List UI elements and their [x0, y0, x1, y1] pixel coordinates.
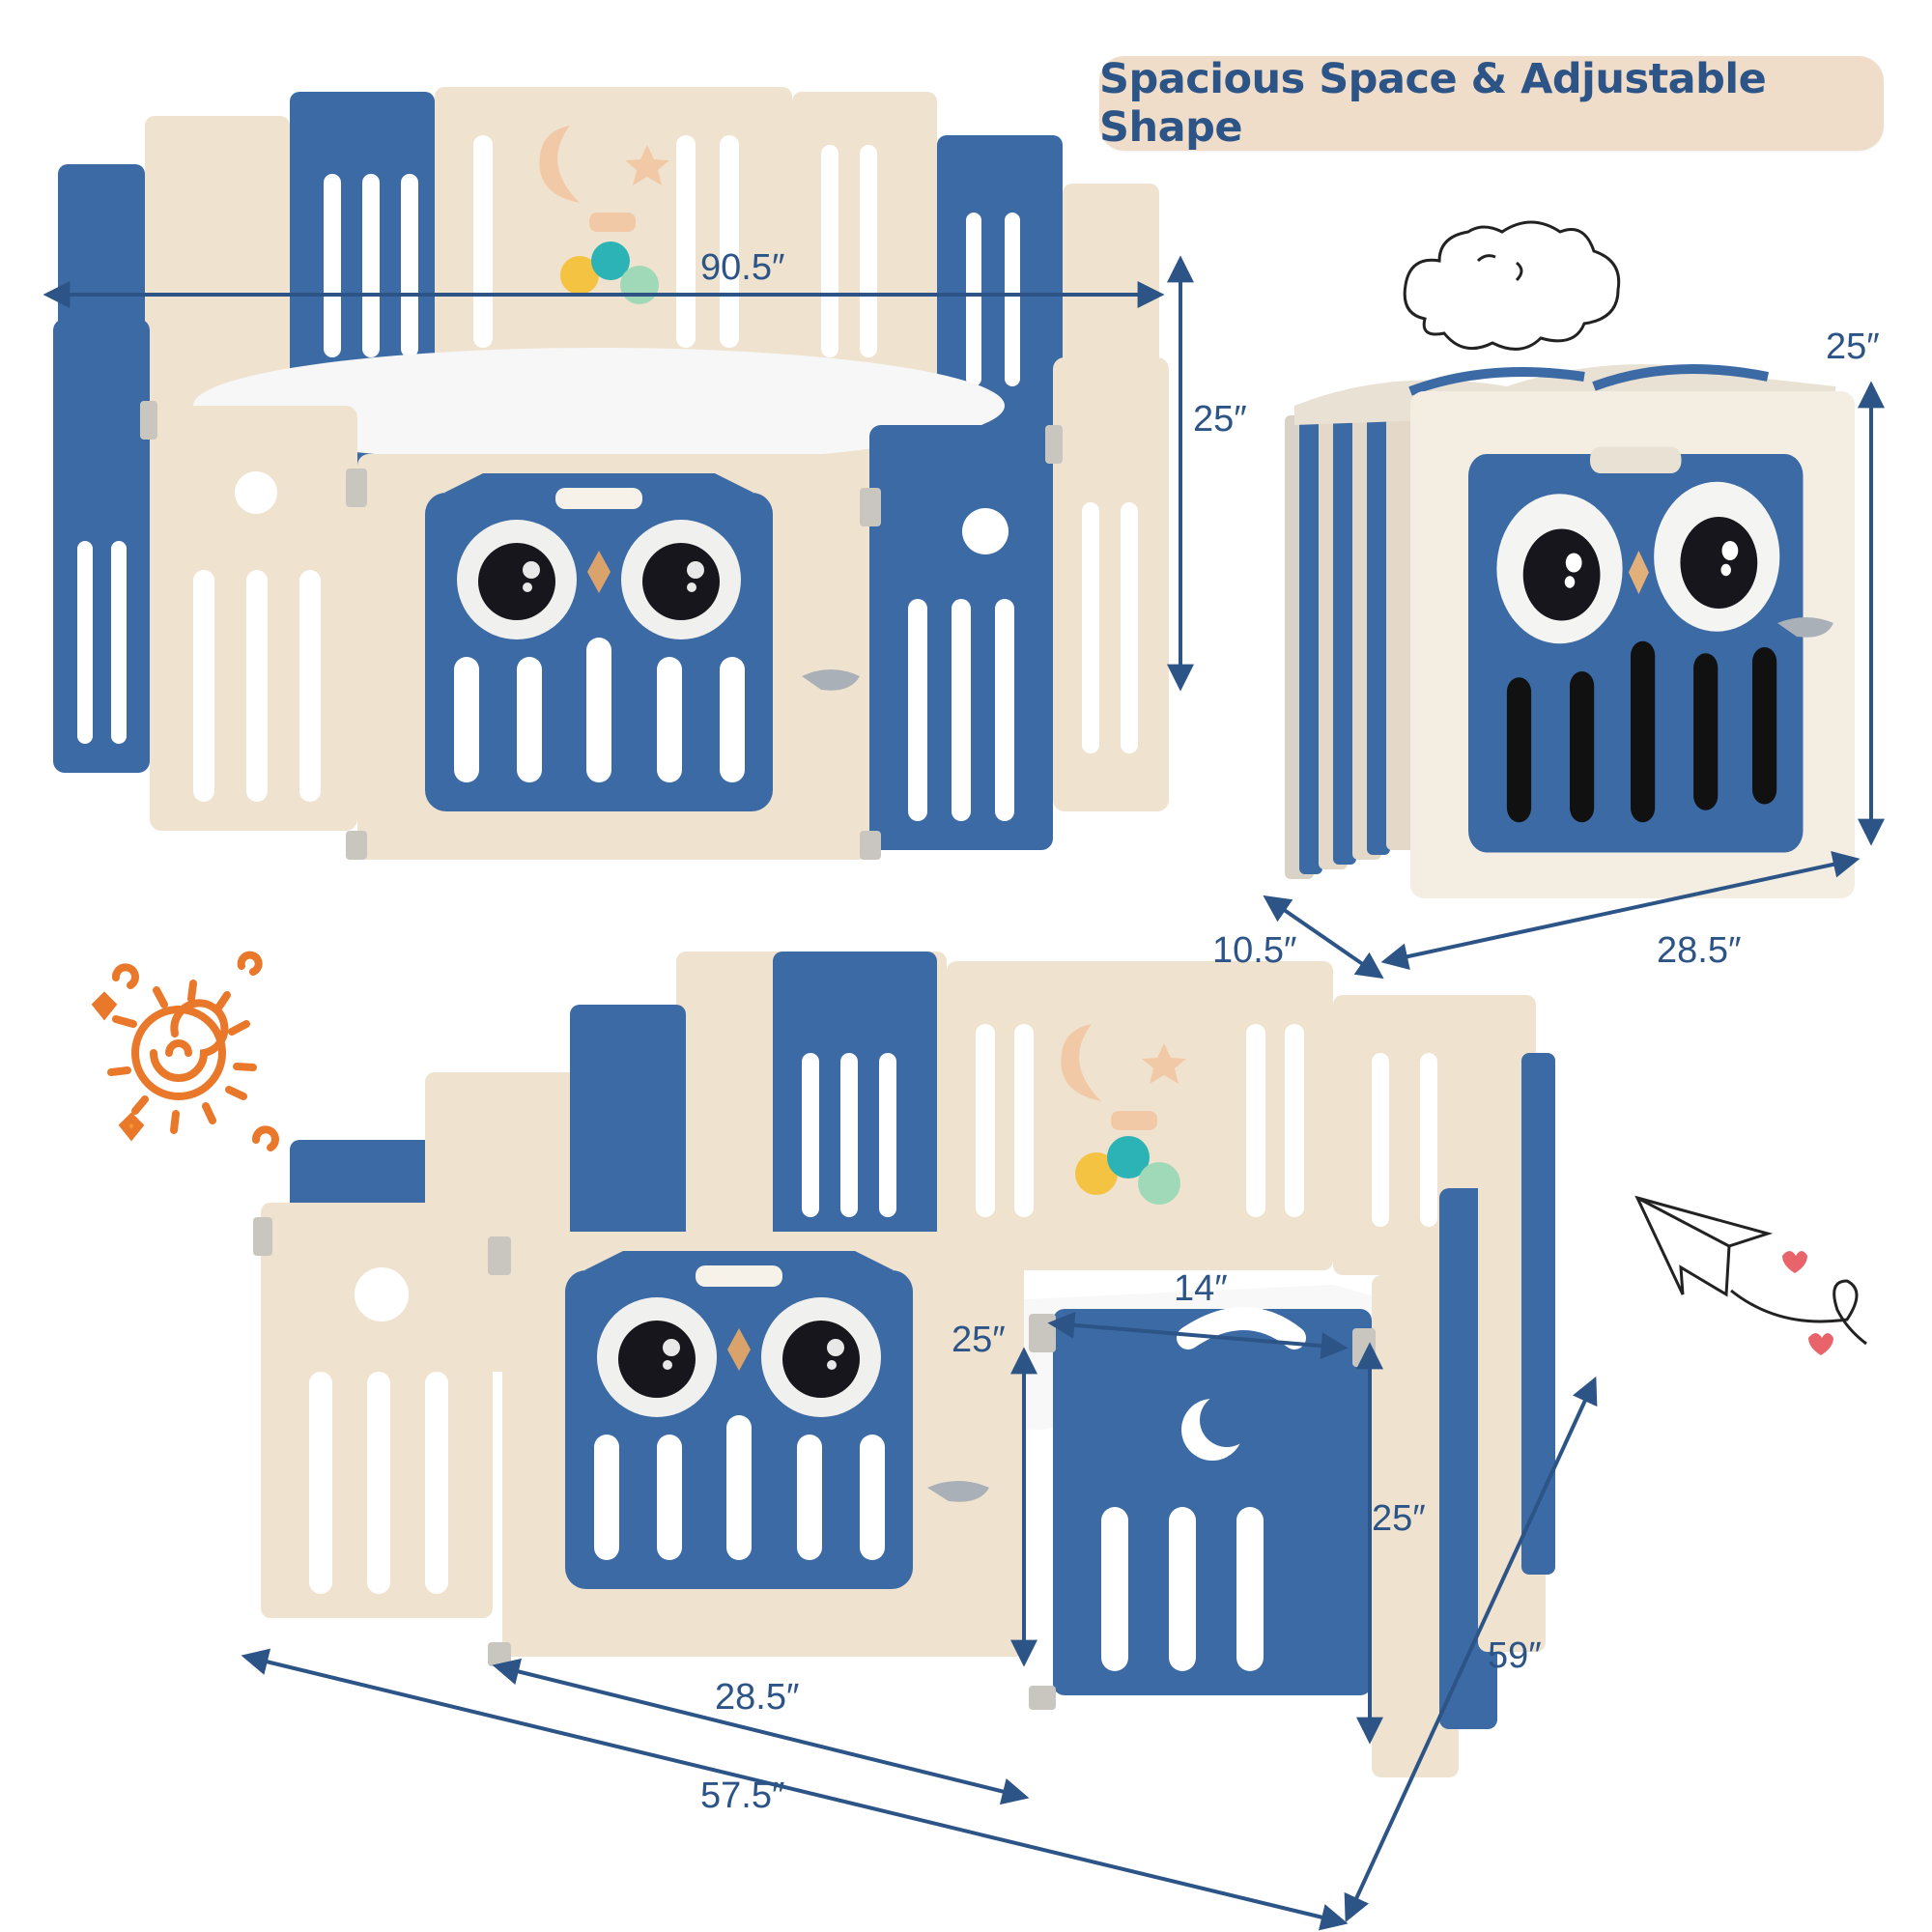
folded-depth-label: 10.5″ [1212, 930, 1297, 971]
rect-side-height-label: 25″ [1372, 1498, 1426, 1539]
sun-icon [91, 951, 279, 1151]
rectangle-playpen [241, 952, 1598, 1931]
paper-plane-icon [1634, 1195, 1867, 1355]
octagon-height-label: 25″ [1193, 399, 1247, 440]
rect-gate-width-label: 28.5″ [715, 1677, 800, 1718]
cloud-icon [1403, 220, 1621, 351]
rect-length-label: 57.5″ [700, 1776, 785, 1816]
title-banner: Spacious Space & Adjustable Shape [1099, 55, 1884, 152]
rect-panel-width-label: 14″ [1174, 1268, 1228, 1309]
folded-height-label: 25″ [1826, 327, 1880, 367]
rect-front-height-label: 25″ [952, 1320, 1006, 1360]
rect-depth-label: 59″ [1488, 1635, 1542, 1676]
octagon-width-label: 90.5″ [700, 247, 785, 288]
folded-width-label: 28.5″ [1657, 930, 1742, 971]
banner-title: Spacious Space & Adjustable Shape [1099, 55, 1767, 152]
folded-playpen [1263, 364, 1885, 980]
octagon-playpen [43, 87, 1194, 860]
